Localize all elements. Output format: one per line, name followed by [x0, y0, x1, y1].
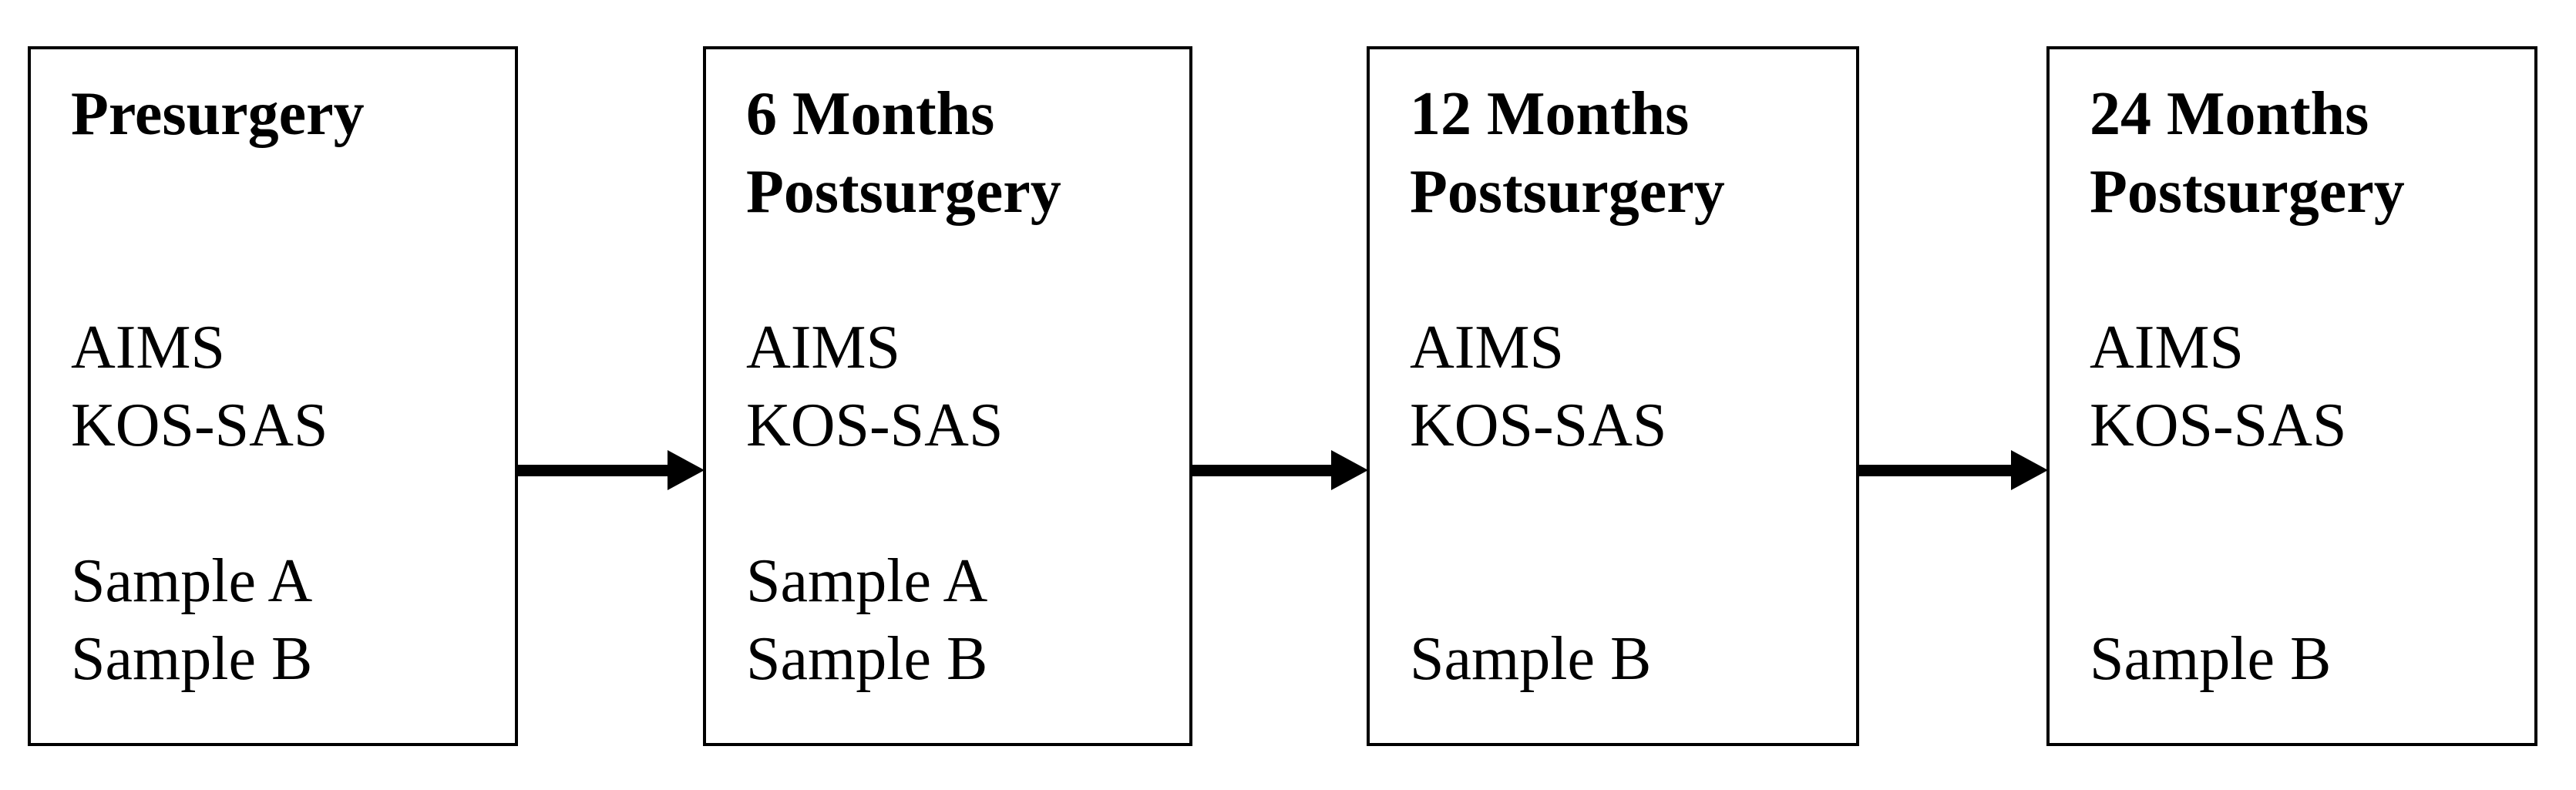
assessment-aims: AIMS	[746, 314, 901, 382]
assessment-kos-sas: KOS-SAS	[2090, 392, 2347, 459]
spacer-line	[2090, 465, 2527, 543]
stage-title-line2: Postsurgery	[746, 158, 1061, 226]
sample-a-label	[2090, 543, 2527, 620]
sample-a-label: Sample A	[71, 547, 313, 615]
arrow-shaft	[1859, 465, 2017, 476]
stage-title-line2	[71, 153, 507, 231]
sample-a-label: Sample A	[746, 547, 988, 615]
stage-box-24-months: 24 Months Postsurgery AIMS KOS-SAS Sampl…	[2046, 46, 2537, 746]
stage-box-presurgery: Presurgery AIMS KOS-SAS Sample A Sample …	[28, 46, 518, 746]
flow-arrow	[1859, 46, 2048, 746]
sample-b-label: Sample B	[2090, 625, 2332, 693]
arrow-shaft	[1192, 465, 1337, 476]
sample-b-label: Sample B	[746, 625, 988, 693]
sample-b-label: Sample B	[71, 625, 313, 693]
assessment-kos-sas: KOS-SAS	[1410, 392, 1667, 459]
flow-arrow	[1192, 46, 1368, 746]
assessment-aims: AIMS	[2090, 314, 2245, 382]
stage-title-line1: Presurgery	[71, 80, 365, 148]
spacer-line	[71, 465, 507, 543]
flow-arrow	[518, 46, 705, 746]
sample-b-label: Sample B	[1410, 625, 1652, 693]
stage-title-line1: 6 Months	[746, 80, 995, 148]
assessment-kos-sas: KOS-SAS	[746, 392, 1004, 459]
assessment-kos-sas: KOS-SAS	[71, 392, 328, 459]
spacer-line	[746, 465, 1182, 543]
stage-title-line2: Postsurgery	[2090, 158, 2405, 226]
arrow-head-icon	[668, 450, 705, 490]
assessment-aims: AIMS	[1410, 314, 1565, 382]
stage-box-12-months: 12 Months Postsurgery AIMS KOS-SAS Sampl…	[1367, 46, 1859, 746]
stage-title-line1: 12 Months	[1410, 80, 1690, 148]
stage-box-6-months: 6 Months Postsurgery AIMS KOS-SAS Sample…	[703, 46, 1192, 746]
arrow-head-icon	[1331, 450, 1368, 490]
arrow-shaft	[518, 465, 674, 476]
stage-title-line1: 24 Months	[2090, 80, 2369, 148]
spacer-line	[2090, 231, 2527, 309]
spacer-line	[746, 231, 1182, 309]
stage-title-line2: Postsurgery	[1410, 158, 1725, 226]
assessment-aims: AIMS	[71, 314, 226, 382]
spacer-line	[71, 231, 507, 309]
arrow-head-icon	[2011, 450, 2048, 490]
sample-a-label	[1410, 543, 1848, 620]
spacer-line	[1410, 231, 1848, 309]
spacer-line	[1410, 465, 1848, 543]
